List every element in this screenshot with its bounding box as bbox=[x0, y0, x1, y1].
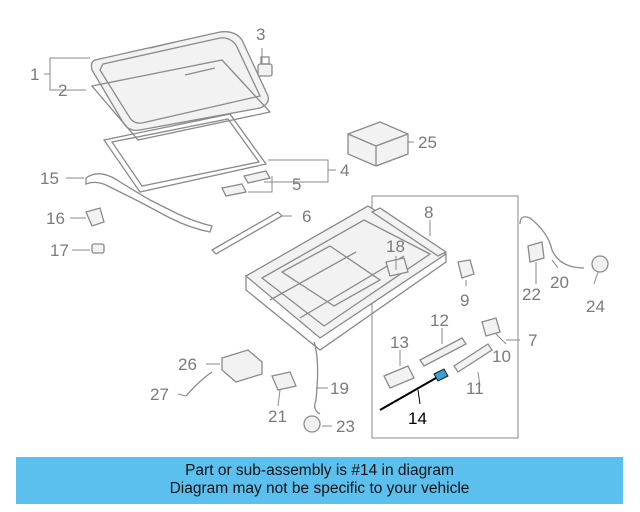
bracket-21 bbox=[271, 371, 297, 391]
glass-panel bbox=[90, 31, 269, 132]
cable-27 bbox=[185, 371, 213, 397]
drain-rail bbox=[210, 211, 284, 255]
callout-27: 27 bbox=[150, 385, 169, 404]
callout-9: 9 bbox=[460, 291, 469, 310]
callout-21: 21 bbox=[268, 407, 287, 426]
callout-16: 16 bbox=[46, 209, 65, 228]
callout-23: 23 bbox=[336, 417, 355, 436]
housing-box bbox=[371, 195, 519, 439]
motor-bracket bbox=[383, 365, 415, 389]
callout-13: 13 bbox=[390, 333, 409, 352]
clip-23 bbox=[303, 415, 321, 433]
callout-18: 18 bbox=[386, 237, 405, 256]
callout-20: 20 bbox=[550, 273, 569, 292]
switch bbox=[221, 349, 263, 383]
callout-4: 4 bbox=[340, 161, 349, 180]
grommet bbox=[591, 255, 609, 273]
guide-right bbox=[243, 170, 271, 184]
wind-deflector bbox=[85, 173, 213, 233]
callout-19: 19 bbox=[330, 379, 349, 398]
drain-fitting bbox=[457, 259, 475, 279]
callout-26: 26 bbox=[178, 355, 197, 374]
callout-12: 12 bbox=[430, 311, 449, 330]
motor bbox=[385, 257, 409, 277]
glass-seal bbox=[90, 59, 272, 141]
hose-clamp bbox=[527, 241, 545, 263]
info-banner: Part or sub-assembly is #14 in diagram D… bbox=[16, 457, 623, 504]
bolt bbox=[257, 56, 273, 77]
banner-line-2: Diagram may not be specific to your vehi… bbox=[169, 480, 470, 497]
clip bbox=[91, 243, 105, 254]
callout-25: 25 bbox=[418, 133, 437, 152]
callout-22: 22 bbox=[522, 285, 541, 304]
pad bbox=[85, 207, 105, 227]
leader-lines bbox=[44, 48, 599, 427]
drain-hose bbox=[519, 216, 585, 269]
callout-15: 15 bbox=[40, 169, 59, 188]
callout-17: 17 bbox=[50, 241, 69, 260]
callout-5: 5 bbox=[292, 175, 301, 194]
sunroof-housing bbox=[244, 205, 448, 351]
control-module bbox=[347, 121, 409, 167]
callout-10: 10 bbox=[492, 347, 511, 366]
drive-cable bbox=[419, 337, 467, 367]
callout-24: 24 bbox=[586, 297, 605, 316]
callout-14: 14 bbox=[408, 409, 427, 428]
guide-left bbox=[221, 183, 247, 197]
callout-7: 7 bbox=[528, 331, 537, 350]
side-guide bbox=[453, 343, 493, 373]
callout-11: 11 bbox=[466, 379, 484, 398]
callout-2: 2 bbox=[58, 81, 67, 100]
sunroof-frame bbox=[102, 113, 268, 193]
latch bbox=[481, 317, 501, 337]
callout-1: 1 bbox=[30, 65, 39, 84]
callout-6: 6 bbox=[302, 207, 311, 226]
rear-bracket bbox=[370, 207, 448, 257]
callout-8: 8 bbox=[424, 203, 433, 222]
banner-line-1: Part or sub-assembly is #14 in diagram bbox=[185, 462, 454, 479]
part-14 bbox=[379, 368, 449, 411]
callout-3: 3 bbox=[256, 25, 265, 44]
hose-19 bbox=[313, 341, 321, 415]
